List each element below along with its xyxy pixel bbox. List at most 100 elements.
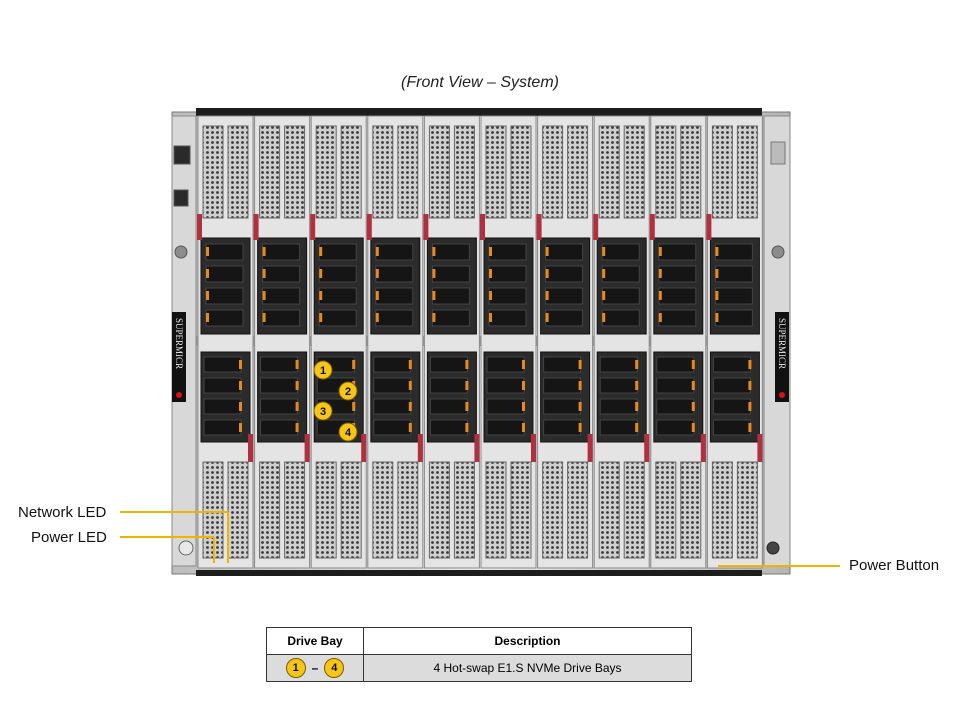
top-drive-tab bbox=[545, 247, 549, 256]
legend-badge-from: 1 bbox=[285, 658, 306, 678]
node-bottom-vent bbox=[453, 461, 475, 559]
top-drive-slot bbox=[375, 265, 414, 283]
bottom-drive-slot bbox=[656, 419, 695, 436]
top-drive-slot bbox=[262, 287, 301, 305]
node-bottom-vent bbox=[372, 461, 394, 559]
node-top-vent bbox=[567, 125, 589, 219]
top-drive-slot bbox=[375, 243, 414, 261]
top-drive-tab bbox=[545, 269, 549, 278]
table-row: 1–4 4 Hot-swap E1.S NVMe Drive Bays bbox=[266, 654, 692, 682]
top-latch bbox=[310, 214, 316, 240]
power-button-label: Power Button bbox=[849, 557, 940, 574]
top-drive-slot bbox=[658, 309, 697, 327]
node-top-vent bbox=[542, 125, 564, 219]
top-drive-tab bbox=[206, 313, 209, 322]
top-drive-slot bbox=[262, 309, 301, 327]
top-drive-tab bbox=[602, 313, 606, 322]
right-top-indicator bbox=[770, 141, 786, 165]
node-bottom-vent bbox=[428, 461, 450, 559]
top-latch bbox=[649, 214, 655, 240]
bottom-drive-slot bbox=[486, 377, 525, 394]
top-drive-slot bbox=[488, 287, 527, 305]
right-brand-text: SUPERMICR bbox=[777, 318, 787, 369]
top-drive-slot bbox=[658, 265, 697, 283]
bottom-drive-tab bbox=[691, 423, 695, 432]
bottom-drive-slot bbox=[203, 419, 242, 436]
top-drive-slot bbox=[545, 243, 584, 261]
top-drive-slot bbox=[205, 309, 244, 327]
bottom-drive-tab bbox=[522, 402, 525, 411]
left-brand-dot bbox=[176, 392, 182, 398]
top-drive-slot bbox=[601, 243, 640, 261]
right-brand-dot bbox=[779, 392, 785, 398]
top-drive-slot bbox=[488, 265, 527, 283]
bottom-drive-tab bbox=[635, 381, 639, 390]
bottom-latch bbox=[531, 434, 536, 462]
top-drive-tab bbox=[545, 291, 549, 300]
node-bottom-vent bbox=[567, 461, 589, 559]
node-top-vent bbox=[372, 125, 394, 219]
top-drive-slot bbox=[431, 265, 470, 283]
bottom-drive-tab bbox=[748, 423, 752, 432]
top-drive-tab bbox=[715, 247, 719, 256]
top-drive-slot bbox=[488, 243, 527, 261]
bottom-latch bbox=[248, 434, 253, 462]
bottom-drive-tab bbox=[295, 402, 299, 411]
left-brand-plate bbox=[172, 312, 186, 402]
top-drive-tab bbox=[658, 313, 662, 322]
network-led-label: Network LED bbox=[18, 504, 107, 521]
bottom-drive-tab bbox=[578, 402, 582, 411]
top-drive-slot bbox=[318, 309, 357, 327]
bottom-drive-tab bbox=[748, 360, 752, 369]
bottom-drive-tab bbox=[239, 360, 242, 369]
right-brand-plate bbox=[775, 312, 789, 402]
chassis-bottom-rail bbox=[196, 570, 762, 576]
top-drive-slot bbox=[601, 265, 640, 283]
top-drive-tab bbox=[658, 291, 662, 300]
bottom-drive-tab bbox=[465, 423, 469, 432]
bottom-drive-slot bbox=[429, 377, 468, 394]
top-drive-slot bbox=[545, 265, 584, 283]
node-top-vent bbox=[510, 125, 532, 219]
bottom-drive-slot bbox=[712, 377, 751, 394]
bottom-drive-slot bbox=[712, 419, 751, 436]
bottom-drive-tab bbox=[522, 423, 525, 432]
node-bottom-vent bbox=[397, 461, 419, 559]
top-drive-slot bbox=[545, 287, 584, 305]
top-drive-tab bbox=[715, 269, 719, 278]
top-drive-slot bbox=[262, 265, 301, 283]
top-drive-tab bbox=[375, 313, 379, 322]
bottom-drive-slot bbox=[656, 398, 695, 415]
bottom-drive-slot bbox=[543, 377, 582, 394]
bottom-drive-slot bbox=[203, 398, 242, 415]
bottom-drive-slot bbox=[429, 398, 468, 415]
node-bottom-vent bbox=[736, 461, 758, 559]
bottom-drive-tab bbox=[408, 381, 412, 390]
bottom-drive-tab bbox=[465, 402, 469, 411]
node-top-vent bbox=[315, 125, 337, 219]
top-drive-tab bbox=[489, 247, 492, 256]
top-drive-tab bbox=[262, 313, 266, 322]
drive-bay-badge-3-label: 3 bbox=[320, 406, 326, 418]
top-drive-tab bbox=[262, 269, 266, 278]
bottom-drive-tab bbox=[522, 360, 525, 369]
bottom-drive-slot bbox=[260, 356, 299, 373]
bottom-drive-tab bbox=[352, 402, 356, 411]
bottom-drive-slot bbox=[260, 377, 299, 394]
legend-header-row: Drive Bay Description bbox=[266, 627, 692, 655]
top-drive-tab bbox=[432, 269, 436, 278]
top-drive-tab bbox=[489, 269, 492, 278]
lan-port-icon bbox=[173, 145, 191, 165]
bottom-drive-tab bbox=[408, 423, 412, 432]
node-top-vent bbox=[284, 125, 306, 219]
bottom-drive-slot bbox=[543, 419, 582, 436]
left-brand-text: SUPERMICR bbox=[174, 318, 184, 369]
bottom-drive-slot bbox=[203, 356, 242, 373]
top-latch bbox=[480, 214, 485, 240]
bottom-drive-tab bbox=[239, 402, 242, 411]
top-drive-tab bbox=[715, 313, 719, 322]
top-drive-slot bbox=[714, 265, 753, 283]
top-drive-tab bbox=[602, 269, 606, 278]
bottom-latch bbox=[361, 434, 367, 462]
top-drive-slot bbox=[431, 287, 470, 305]
